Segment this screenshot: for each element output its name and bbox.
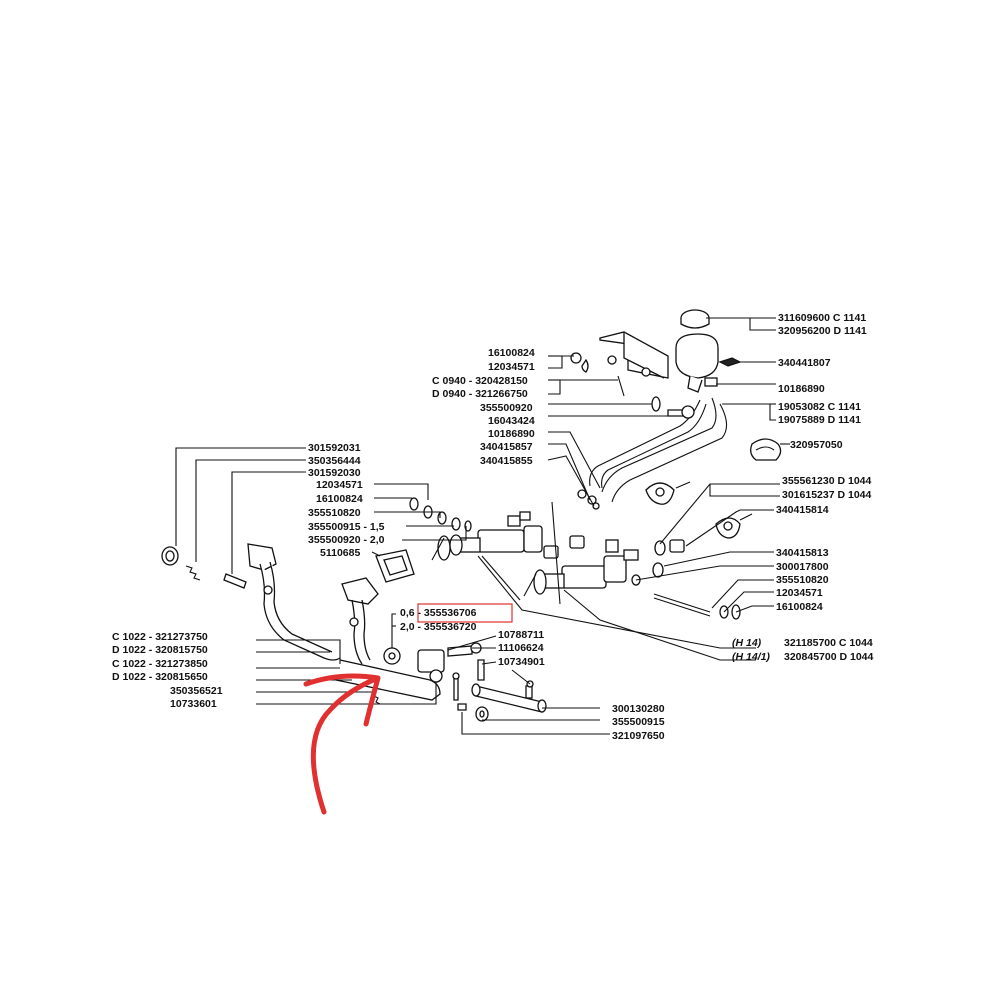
label-300130280: 300130280 (612, 703, 665, 715)
label-10186890-mid: 10186890 (488, 428, 535, 440)
label-355510820-left: 355510820 (308, 507, 361, 519)
label-321273850: C 1022 - 321273850 (112, 658, 208, 670)
label-10734901: 10734901 (498, 656, 545, 668)
master-cylinder-lower (523, 539, 639, 597)
label-355500920-top: 355500920 (480, 402, 533, 414)
label-320956200: 320956200 D 1141 (778, 325, 867, 337)
label-355561230: 355561230 D 1044 (782, 475, 871, 487)
label-340415814: 340415814 (776, 504, 829, 516)
label-321266750: D 0940 - 321266750 (432, 388, 528, 400)
label-321097650: 321097650 (612, 730, 665, 742)
hose-clamp (750, 438, 782, 461)
label-h14: (H 14) (732, 637, 762, 649)
label-320815750: D 1022 - 320815750 (112, 644, 208, 656)
label-350356444: 350356444 (308, 455, 361, 467)
label-16043424: 16043424 (488, 415, 535, 427)
label-h14-1: (H 14/1) (732, 651, 770, 663)
flange-parts (631, 481, 753, 586)
label-300017800: 300017800 (776, 561, 829, 573)
label-320957050: 320957050 (790, 439, 843, 451)
hose-lines (589, 397, 728, 503)
label-301592031: 301592031 (308, 442, 361, 454)
pushrod (653, 593, 741, 620)
label-340415857: 340415857 (480, 441, 533, 453)
label-16100824-right: 16100824 (776, 601, 823, 613)
label-355500920-left: 355500920 - 2,0 (308, 534, 385, 546)
red-annotations (303, 603, 513, 815)
pedal-left (161, 543, 341, 661)
label-10186890-top: 10186890 (778, 383, 825, 395)
label-355500915-left: 355500915 - 1,5 (308, 521, 385, 533)
bolt-washer (651, 396, 695, 419)
label-12034571-top: 12034571 (488, 361, 535, 373)
reservoir-assembly (675, 309, 742, 393)
cylinder-spacers (543, 489, 600, 559)
label-340441807: 340441807 (778, 357, 831, 369)
label-10733601: 10733601 (170, 698, 217, 710)
master-cylinder-upper (431, 511, 543, 561)
pins-bolts (447, 642, 547, 722)
label-355536706: 0,6 - 355536706 (400, 607, 477, 619)
label-19053082: 19053082 C 1141 (778, 401, 861, 413)
label-12034571-right: 12034571 (776, 587, 823, 599)
label-321185700: 321185700 C 1044 (784, 637, 873, 649)
label-320815650: D 1022 - 320815650 (112, 671, 208, 683)
label-320428150: C 0940 - 320428150 (432, 375, 528, 387)
label-320845700: 320845700 D 1044 (784, 651, 873, 663)
label-301615237: 301615237 D 1044 (782, 489, 871, 501)
pedal-right (335, 577, 445, 705)
label-10788711: 10788711 (498, 629, 544, 641)
highlight-arrow (303, 673, 381, 815)
label-16100824-left: 16100824 (316, 493, 363, 505)
part-labels: 311609600 C 1141 320956200 D 1141 340441… (112, 312, 873, 742)
label-311609600: 311609600 C 1141 (778, 312, 866, 324)
label-301592030: 301592030 (308, 467, 361, 479)
label-11106624: 11106624 (498, 642, 544, 654)
label-355510820-right: 355510820 (776, 574, 829, 586)
label-355536720: 2,0 - 355536720 (400, 621, 477, 633)
label-321273750: C 1022 - 321273750 (112, 631, 208, 643)
highlight-box (417, 603, 513, 623)
label-16100824-top: 16100824 (488, 347, 535, 359)
label-5110685: 5110685 (320, 547, 360, 559)
label-12034571-left: 12034571 (316, 479, 363, 491)
label-19075889: 19075889 D 1141 (778, 414, 861, 426)
label-340415813: 340415813 (776, 547, 829, 559)
label-340415855: 340415855 (480, 455, 533, 467)
mounting-bracket (570, 331, 669, 397)
leader-lines (175, 317, 790, 735)
gasket (375, 549, 415, 583)
label-355500915-bottom: 355500915 (612, 716, 665, 728)
label-350356521: 350356521 (170, 685, 223, 697)
